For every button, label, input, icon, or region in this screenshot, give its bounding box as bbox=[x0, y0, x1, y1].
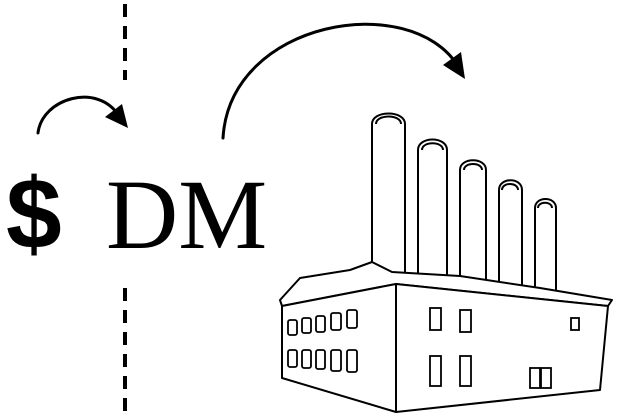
invest-arrow-icon bbox=[223, 24, 465, 138]
factory-front-wall bbox=[396, 284, 608, 412]
exchange-arrow-icon bbox=[38, 97, 128, 133]
factory-icon bbox=[280, 114, 612, 413]
factory-side-wall bbox=[282, 284, 396, 412]
factory-door bbox=[530, 368, 551, 388]
chimney bbox=[418, 140, 447, 289]
dollar-label: $ bbox=[6, 158, 62, 270]
chimney bbox=[372, 114, 405, 285]
chimney bbox=[499, 180, 522, 293]
chimney bbox=[535, 199, 556, 295]
deutsche-mark-label: DM bbox=[106, 159, 267, 270]
chimney bbox=[460, 160, 486, 290]
